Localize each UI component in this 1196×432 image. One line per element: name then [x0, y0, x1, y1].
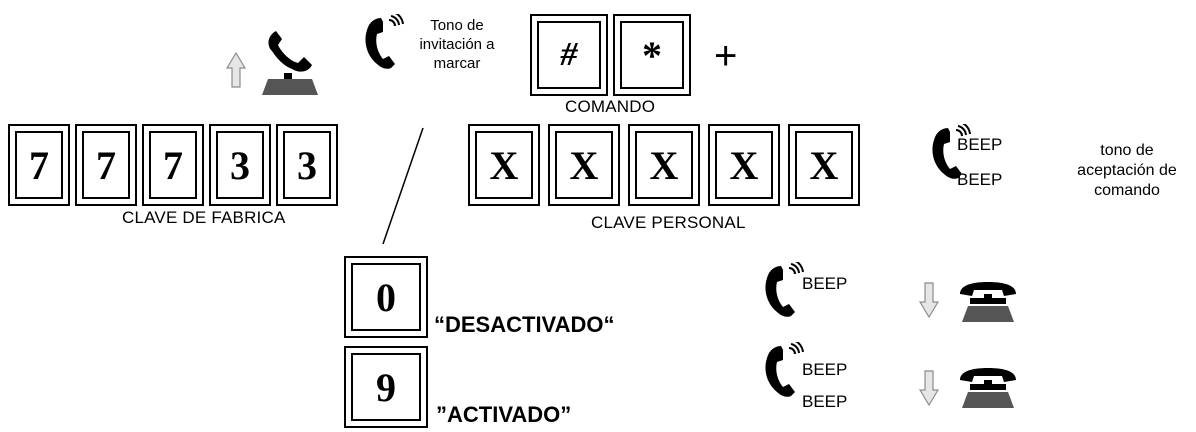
arrow-up-icon: [226, 52, 246, 88]
phone-off-hook-icon: [258, 27, 322, 97]
factory-key-1: 7: [8, 124, 70, 206]
ringing-handset-icon: [355, 14, 405, 74]
phone-on-hook-icon: [958, 366, 1018, 410]
phone-on-hook-icon: [958, 280, 1018, 324]
activated-label: ”ACTIVADO”: [436, 402, 572, 427]
activate-key: 9: [344, 346, 428, 428]
hash-key: #: [530, 14, 608, 96]
personal-code-label: CLAVE PERSONAL: [591, 213, 746, 232]
deactivated-label: “DESACTIVADO“: [434, 312, 615, 337]
factory-key-4: 3: [209, 124, 271, 206]
command-label: COMANDO: [565, 97, 656, 116]
beep-label: BEEP: [802, 274, 848, 293]
plus-sign: +: [714, 34, 738, 78]
arrow-down-icon: [919, 282, 939, 318]
factory-key-3: 7: [142, 124, 204, 206]
factory-key-2: 7: [75, 124, 137, 206]
personal-key-1: X: [468, 124, 540, 206]
ringing-handset-icon: [755, 342, 805, 402]
factory-code-label: CLAVE DE FABRICA: [122, 208, 286, 227]
beep-label: BEEP: [957, 135, 1003, 154]
personal-key-5: X: [788, 124, 860, 206]
dial-tone-label: Tono de invitación a marcar: [419, 17, 495, 72]
ringing-handset-icon: [755, 262, 805, 322]
star-key: *: [613, 14, 691, 96]
deactivate-key: 0: [344, 256, 428, 338]
factory-key-5: 3: [276, 124, 338, 206]
beep-label: BEEP: [957, 170, 1003, 189]
personal-key-4: X: [708, 124, 780, 206]
beep-label: BEEP: [802, 392, 848, 411]
personal-key-2: X: [548, 124, 620, 206]
slash-separator: [382, 127, 424, 245]
command-accepted-tone-label: tono de aceptación de comando: [1077, 142, 1177, 199]
personal-key-3: X: [628, 124, 700, 206]
arrow-down-icon: [919, 370, 939, 406]
beep-label: BEEP: [802, 360, 848, 379]
